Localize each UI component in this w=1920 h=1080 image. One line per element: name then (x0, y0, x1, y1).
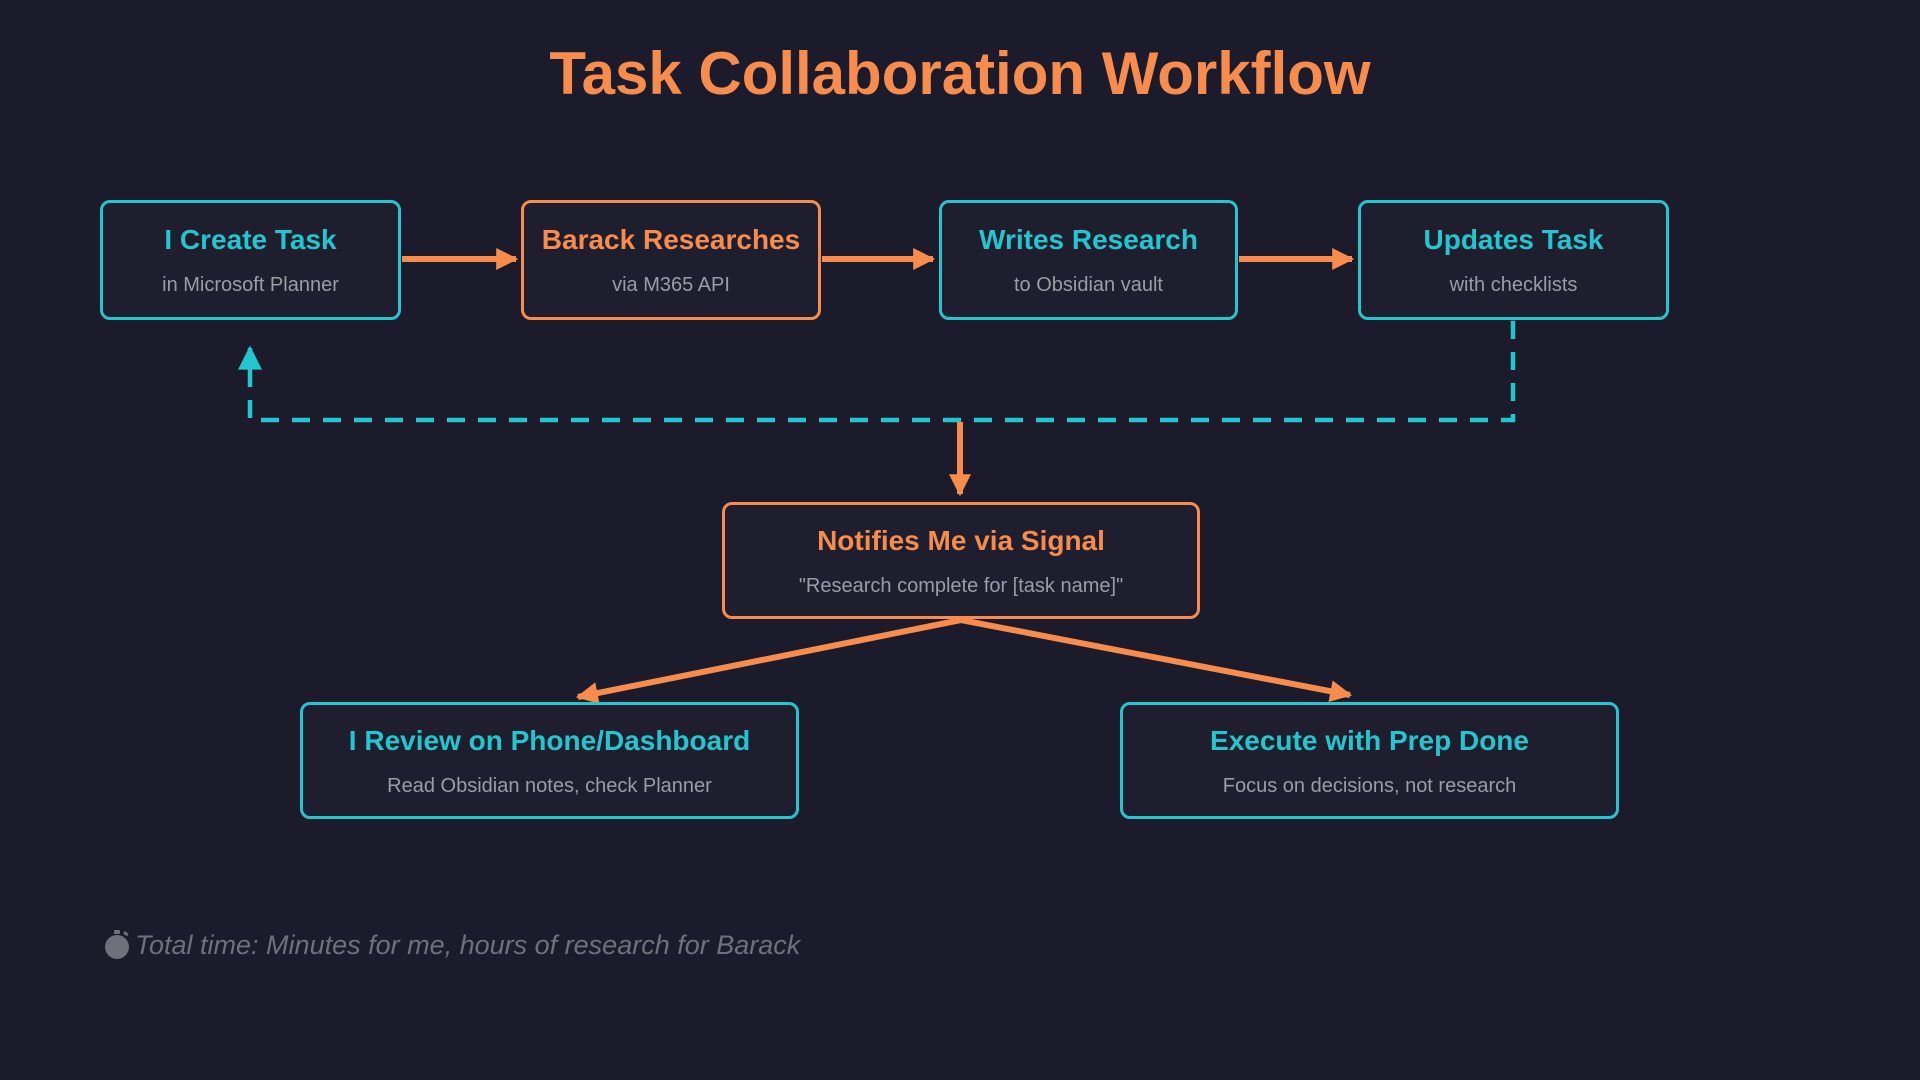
node-subtitle: Focus on decisions, not research (1222, 774, 1517, 797)
arrow-notify-to-review (575, 617, 962, 704)
node-subtitle: to Obsidian vault (1014, 274, 1163, 296)
node-title: Notifies Me via Signal (817, 524, 1105, 556)
diagram-title: Task Collaboration Workflow (549, 40, 1371, 107)
node-i-review-on-phone-dashboard: I Review on Phone/Dashboard Read Obsidia… (300, 702, 799, 819)
node-title: Barack Researches (541, 224, 801, 255)
node-updates-task: Updates Task with checklists (1358, 200, 1669, 320)
node-title: I Create Task (164, 224, 337, 255)
node-title: Execute with Prep Done (1210, 724, 1529, 756)
node-execute-with-prep-done: Execute with Prep Done Focus on decision… (1120, 702, 1619, 819)
arrow-updates-feedback-to-create (238, 321, 1516, 423)
node-subtitle: in Microsoft Planner (162, 274, 339, 296)
node-subtitle: Read Obsidian notes, check Planner (387, 774, 712, 797)
footer-note: Total time: Minutes for me, hours of res… (103, 926, 800, 964)
node-title: Writes Research (979, 224, 1198, 255)
node-subtitle: with checklists (1449, 274, 1578, 296)
arrow-notify-to-execute (960, 617, 1353, 703)
node-title: I Review on Phone/Dashboard (348, 724, 751, 756)
node-barack-researches: Barack Researches via M365 API (521, 200, 821, 320)
node-subtitle: "Research complete for [task name]" (798, 574, 1124, 597)
stopwatch-icon (105, 930, 129, 959)
node-notifies-me-via-signal: Notifies Me via Signal "Research complet… (722, 502, 1200, 619)
node-writes-research: Writes Research to Obsidian vault (939, 200, 1238, 320)
node-title: Updates Task (1423, 224, 1604, 255)
footer-text: Total time: Minutes for me, hours of res… (135, 929, 801, 960)
node-subtitle: via M365 API (612, 274, 730, 296)
node-i-create-task: I Create Task in Microsoft Planner (100, 200, 401, 320)
